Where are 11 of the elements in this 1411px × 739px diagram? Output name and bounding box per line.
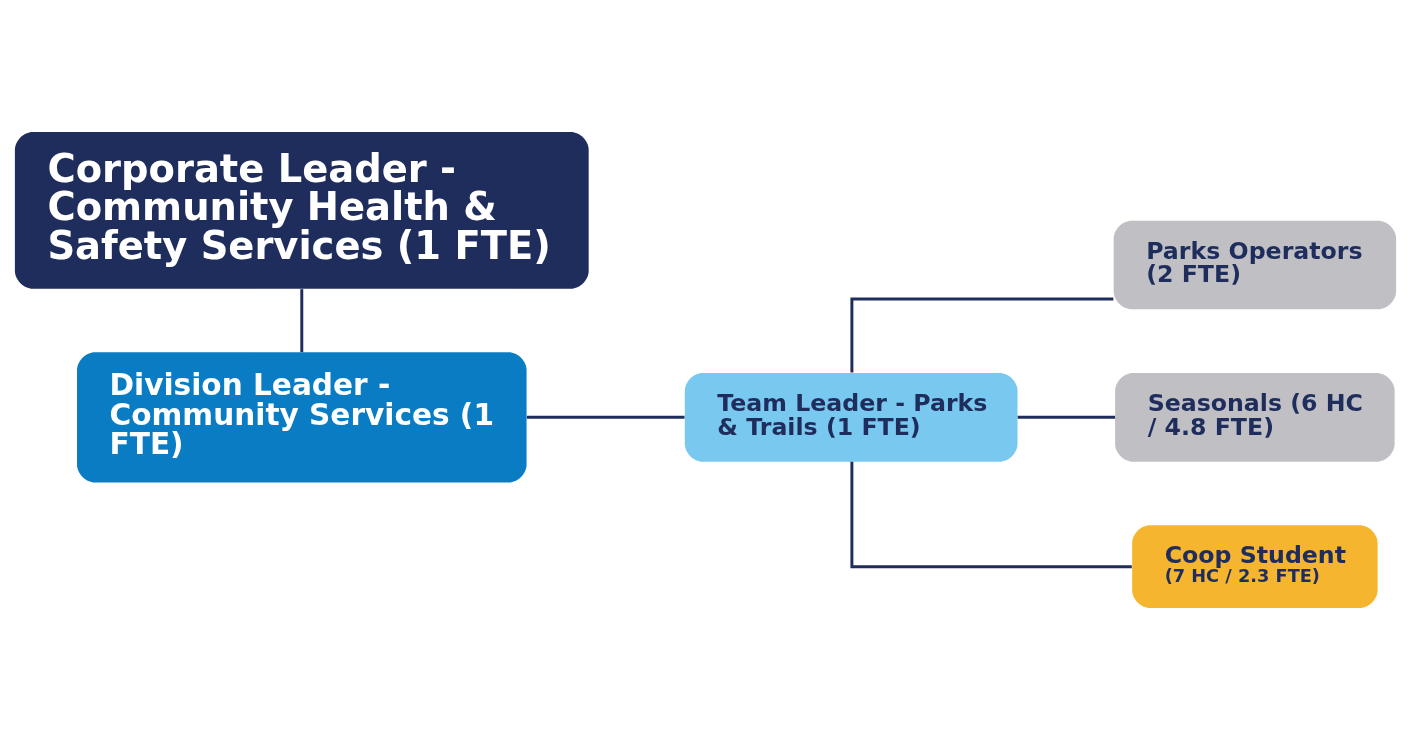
connector <box>850 461 1132 568</box>
node-box: Seasonals (6 HC / 4.8 FTE) <box>1115 372 1395 462</box>
node-box: Coop Student (7 HC / 2.3 FTE) <box>1132 524 1378 608</box>
connector <box>526 415 685 419</box>
connector <box>1017 415 1116 419</box>
node-box: Parks Operators (2 FTE) <box>1113 220 1397 309</box>
node-box: Division Leader - Community Services (1 FTE) <box>77 351 527 482</box>
node-box: Team Leader - Parks & Trails (1 FTE) <box>684 372 1018 462</box>
node-box: Corporate Leader - Community Health & Safety Services (1 FTE) <box>14 131 589 289</box>
connector <box>850 297 1114 373</box>
connector <box>300 288 304 352</box>
